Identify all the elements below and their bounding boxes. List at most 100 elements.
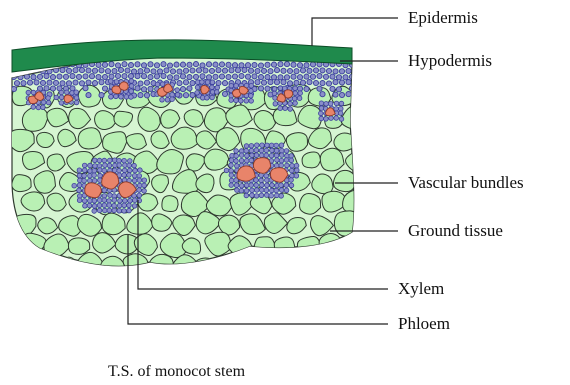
hypodermis-cell: [281, 68, 286, 73]
hypodermis-cell: [187, 62, 192, 67]
phloem-cell: [82, 168, 87, 173]
ground-cell: [319, 233, 342, 255]
hypodermis-cell: [141, 74, 146, 79]
hypodermis-cell: [183, 68, 188, 73]
label-vascular-bundles: Vascular bundles: [408, 173, 524, 193]
ground-cell: [286, 133, 307, 152]
phloem-cell: [272, 87, 277, 92]
hypodermis-cell: [330, 86, 335, 91]
hypodermis-cell: [252, 62, 257, 67]
phloem-cell: [93, 164, 98, 169]
phloem-cell: [334, 107, 339, 112]
phloem-cell: [264, 193, 269, 198]
hypodermis-cell: [50, 75, 55, 80]
hypodermis-cell: [213, 62, 218, 67]
phloem-cell: [123, 198, 128, 203]
hypodermis-cell: [239, 73, 244, 78]
phloem-cell: [133, 168, 138, 173]
phloem-cell: [170, 92, 175, 97]
hypodermis-cell: [245, 63, 250, 68]
hypodermis-cell: [183, 80, 188, 85]
phloem-cell: [254, 183, 259, 188]
phloem-cell: [119, 95, 124, 100]
phloem-cell: [112, 198, 117, 203]
phloem-cell: [229, 183, 234, 188]
phloem-cell: [334, 101, 339, 106]
ground-cell: [334, 133, 359, 151]
hypodermis-cell: [96, 74, 101, 79]
phloem-cell: [235, 188, 240, 193]
hypodermis-cell: [148, 86, 153, 91]
hypodermis-cell: [60, 68, 65, 73]
phloem-cell: [92, 173, 97, 178]
hypodermis-cell: [255, 68, 260, 73]
phloem-cell: [249, 84, 254, 89]
hypodermis-cell: [109, 62, 114, 67]
hypodermis-cell: [248, 68, 253, 73]
phloem-cell: [250, 188, 255, 193]
phloem-cell: [108, 158, 113, 163]
ground-tissue-cells: [8, 85, 372, 280]
hypodermis-cell: [349, 86, 354, 91]
hypodermis-cell: [226, 62, 231, 67]
phloem-cell: [289, 178, 294, 183]
phloem-cell: [97, 208, 102, 213]
hypodermis-cell: [339, 92, 344, 97]
phloem-cell: [244, 193, 249, 198]
phloem-cell: [229, 84, 234, 89]
hypodermis-cell: [66, 68, 71, 73]
phloem-cell: [339, 106, 344, 111]
phloem-cell: [259, 178, 264, 183]
phloem-cell: [254, 153, 259, 158]
phloem-cell: [92, 178, 97, 183]
phloem-cell: [245, 159, 250, 164]
hypodermis-cell: [144, 80, 149, 85]
hypodermis-cell: [326, 68, 331, 73]
hypodermis-cell: [287, 68, 292, 73]
hypodermis-cell: [112, 68, 117, 73]
phloem-cell: [112, 208, 117, 213]
hypodermis-cell: [148, 75, 153, 80]
hypodermis-cell: [138, 81, 143, 86]
hypodermis-cell: [330, 74, 335, 79]
hypodermis-cell: [219, 74, 224, 79]
phloem-cell: [293, 91, 298, 96]
hypodermis-cell: [170, 69, 175, 74]
hypodermis-cell: [313, 80, 318, 85]
phloem-cell: [324, 102, 329, 107]
hypodermis-cell: [258, 86, 263, 91]
hypodermis-cell: [161, 73, 166, 78]
phloem-cell: [272, 91, 277, 96]
ground-cell: [78, 128, 102, 149]
figure-caption: T.S. of monocot stem: [108, 363, 245, 381]
phloem-cell: [244, 99, 249, 104]
hypodermis-cell: [222, 81, 227, 86]
hypodermis-cell: [135, 74, 140, 79]
phloem-cell: [102, 168, 107, 173]
hypodermis-cell: [232, 63, 237, 68]
phloem-cell: [264, 148, 269, 153]
hypodermis-cell: [229, 68, 234, 73]
phloem-cell: [328, 102, 333, 107]
phloem-cell: [117, 158, 122, 163]
phloem-cell: [88, 178, 93, 183]
phloem-cell: [127, 163, 132, 168]
phloem-cell: [280, 148, 285, 153]
hypodermis-cell: [200, 74, 205, 79]
phloem-cell: [319, 106, 324, 111]
phloem-cell: [215, 85, 220, 90]
phloem-cell: [97, 198, 102, 203]
phloem-cell: [102, 188, 107, 193]
phloem-cell: [137, 193, 142, 198]
phloem-cell: [259, 153, 264, 158]
phloem-cell: [195, 85, 200, 90]
hypodermis-cell: [242, 67, 247, 72]
ground-cell: [300, 193, 321, 214]
phloem-cell: [122, 209, 127, 214]
phloem-cell: [290, 174, 295, 179]
hypodermis-cell: [310, 62, 315, 67]
hypodermis-cell: [339, 69, 344, 74]
hypodermis-cell: [336, 75, 341, 80]
hypodermis-cell: [138, 93, 143, 98]
phloem-cell: [83, 204, 88, 209]
